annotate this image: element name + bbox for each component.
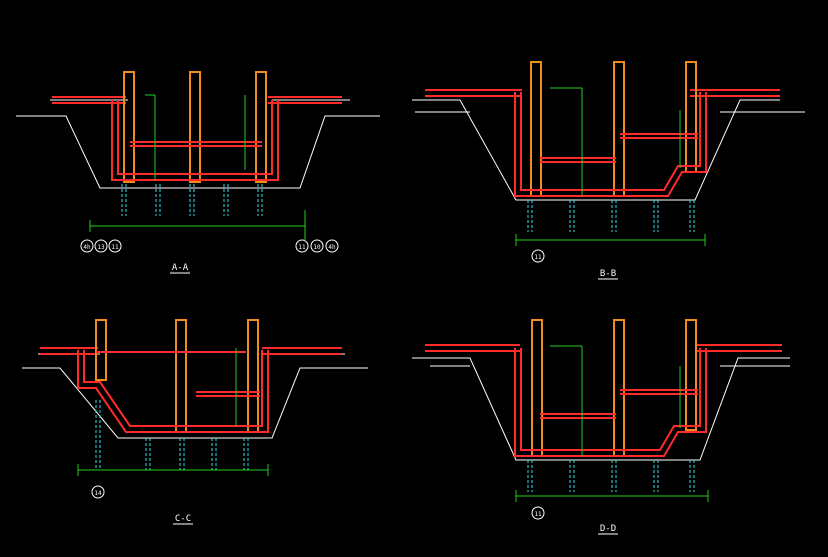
- dimension-line: [77, 348, 269, 476]
- section-d-d: 11 D-D: [412, 319, 790, 535]
- axis-bubbles: [80, 239, 339, 253]
- axis-label: 11: [534, 511, 542, 518]
- pile-group: [527, 460, 695, 492]
- axis-label: 11: [298, 244, 306, 251]
- pile-group: [95, 400, 249, 470]
- section-title: B-B: [600, 269, 616, 279]
- pile-group: [121, 184, 263, 216]
- axis-bubble: [531, 506, 545, 520]
- section-title: A-A: [172, 263, 189, 273]
- pit-rebar: [514, 348, 707, 457]
- axis-label: 11: [111, 244, 119, 251]
- dimension-line: [89, 94, 306, 240]
- excavation-outline: [412, 99, 805, 201]
- column: [123, 71, 267, 183]
- excavation-outline: [16, 99, 380, 189]
- axis-label: 4h: [328, 244, 336, 251]
- top-slab: [52, 96, 342, 104]
- section-c-c: 14 C-C: [22, 319, 368, 525]
- dimension-line: [515, 87, 706, 246]
- axis-bubble: [91, 485, 105, 499]
- dimension-line: [515, 345, 709, 502]
- section-title: C-C: [175, 514, 191, 524]
- pit-rebar: [77, 350, 269, 433]
- axis-label: 13: [97, 244, 105, 251]
- pit-rebar: [514, 92, 707, 197]
- section-title: D-D: [600, 524, 616, 534]
- top-slab: [425, 344, 782, 352]
- axis-bubble: [531, 249, 545, 263]
- section-b-b: 11 B-B: [412, 61, 805, 280]
- axis-label: 14: [94, 490, 102, 497]
- axis-label: 4h: [83, 244, 91, 251]
- excavation-outline: [412, 357, 790, 461]
- top-slab: [40, 347, 342, 355]
- axis-label: 10: [313, 244, 321, 251]
- axis-label: 11: [534, 254, 542, 261]
- pit-rebar: [111, 100, 279, 181]
- pile-group: [527, 200, 695, 232]
- section-a-a: 4h 13 11 11 10 4h A-A: [16, 71, 380, 274]
